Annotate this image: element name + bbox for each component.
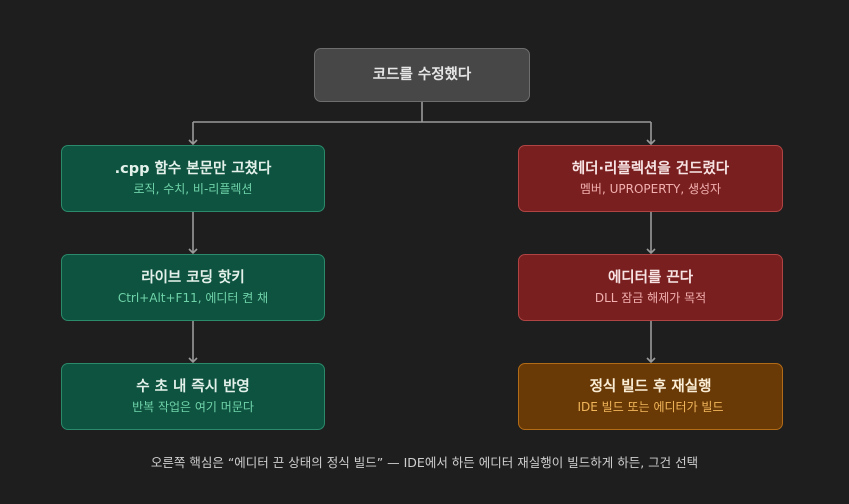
left-node-edit-cpp-title: .cpp 함수 본문만 고쳤다 [114, 161, 272, 177]
right-node-close-editor-subtitle: DLL 잠금 해제가 목적 [594, 291, 707, 305]
left-node-live-coding: 라이브 코딩 핫키 Ctrl+Alt+F11, 에디터 켠 채 [61, 254, 325, 321]
left-node-instant-apply-title: 수 초 내 즉시 반영 [136, 379, 250, 395]
left-node-edit-cpp: .cpp 함수 본문만 고쳤다 로직, 수치, 비-리플렉션 [61, 145, 325, 212]
left-node-live-coding-title: 라이브 코딩 핫키 [141, 270, 245, 286]
right-node-touch-header-title: 헤더·리플렉션을 건드렸다 [571, 161, 730, 177]
left-node-instant-apply-subtitle: 반복 작업은 여기 머문다 [132, 400, 254, 414]
root-node-title: 코드를 수정했다 [372, 67, 472, 83]
right-node-close-editor-title: 에디터를 끈다 [607, 270, 694, 286]
right-node-full-build-title: 정식 빌드 후 재실행 [589, 379, 712, 395]
right-node-full-build: 정식 빌드 후 재실행 IDE 빌드 또는 에디터가 빌드 [518, 363, 783, 430]
root-node: 코드를 수정했다 [314, 48, 530, 102]
footnote: 오른쪽 핵심은 “에디터 끈 상태의 정식 빌드” — IDE에서 하든 에디터… [150, 455, 699, 470]
left-node-instant-apply: 수 초 내 즉시 반영 반복 작업은 여기 머문다 [61, 363, 325, 430]
right-node-touch-header-subtitle: 멤버, UPROPERTY, 생성자 [579, 182, 722, 196]
right-node-full-build-subtitle: IDE 빌드 또는 에디터가 빌드 [577, 400, 724, 414]
right-node-close-editor: 에디터를 끈다 DLL 잠금 해제가 목적 [518, 254, 783, 321]
left-node-live-coding-subtitle: Ctrl+Alt+F11, 에디터 켠 채 [117, 291, 269, 305]
left-node-edit-cpp-subtitle: 로직, 수치, 비-리플렉션 [133, 182, 253, 196]
right-node-touch-header: 헤더·리플렉션을 건드렸다 멤버, UPROPERTY, 생성자 [518, 145, 783, 212]
